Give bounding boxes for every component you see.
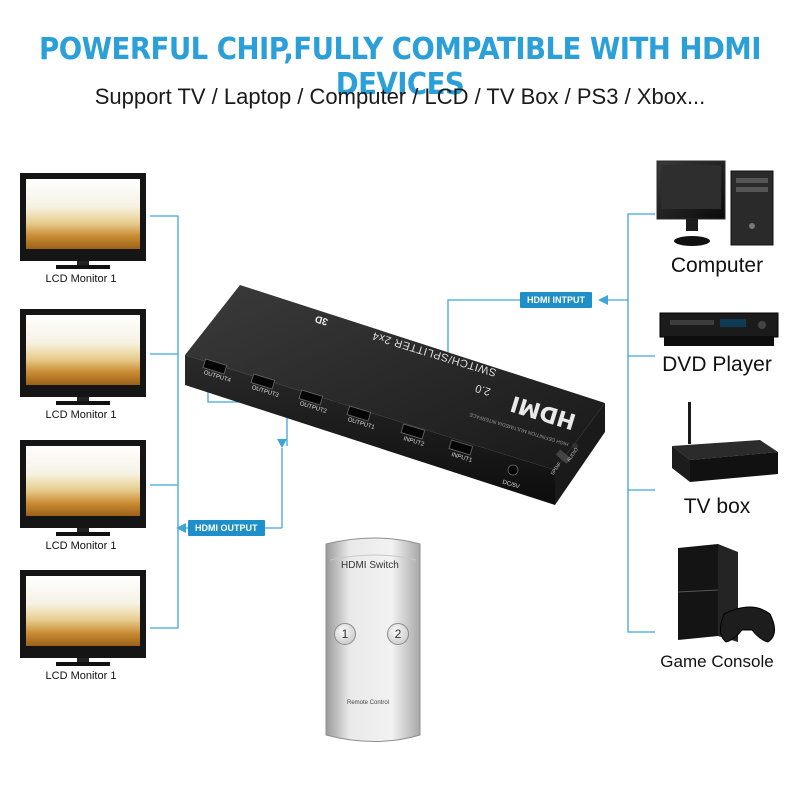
hdmi-input-tag: HDMI INTPUT [520,292,592,308]
switch-version: 2.0 [473,381,493,398]
dvd-player-icon [659,312,779,346]
monitor-4-label: LCD Monitor 1 [45,670,117,682]
monitor-2-label: LCD Monitor 1 [45,409,117,421]
remote-button-2[interactable]: 2 [387,623,409,645]
game-console-icon [677,544,775,643]
dvd-player-label: DVD Player [662,353,772,376]
monitor-1 [20,173,146,269]
game-console-label: Game Console [660,652,774,671]
down-arrow-icon [277,439,287,448]
tv-box-icon [672,402,778,482]
monitor-3-label: LCD Monitor 1 [45,540,117,552]
switch-model: SWITCH/SPLITTER 2x4 [370,329,498,379]
hdmi-switch-box [185,285,605,505]
hdmi-output-tag: HDMI OUTPUT [188,520,265,536]
monitor-4 [20,570,146,666]
remote-footer: Remote Control [347,700,390,706]
computer-icon [656,160,774,246]
computer-label: Computer [670,254,764,277]
remote-control [325,537,421,742]
monitor-2 [20,309,146,405]
input-arrow-icon [598,295,608,305]
monitor-1-label: LCD Monitor 1 [45,273,117,285]
remote-button-1[interactable]: 1 [334,623,356,645]
headline: POWERFUL CHIP,FULLY COMPATIBLE WITH HDMI… [39,32,761,102]
3d-badge: 3D [313,312,330,327]
tv-box-label: TV box [683,495,751,518]
output-arrow-icon [176,523,186,533]
subheadline: Support TV / Laptop / Computer / LCD / T… [94,84,706,109]
monitor-3 [20,440,146,536]
remote-title: HDMI Switch [341,560,399,571]
